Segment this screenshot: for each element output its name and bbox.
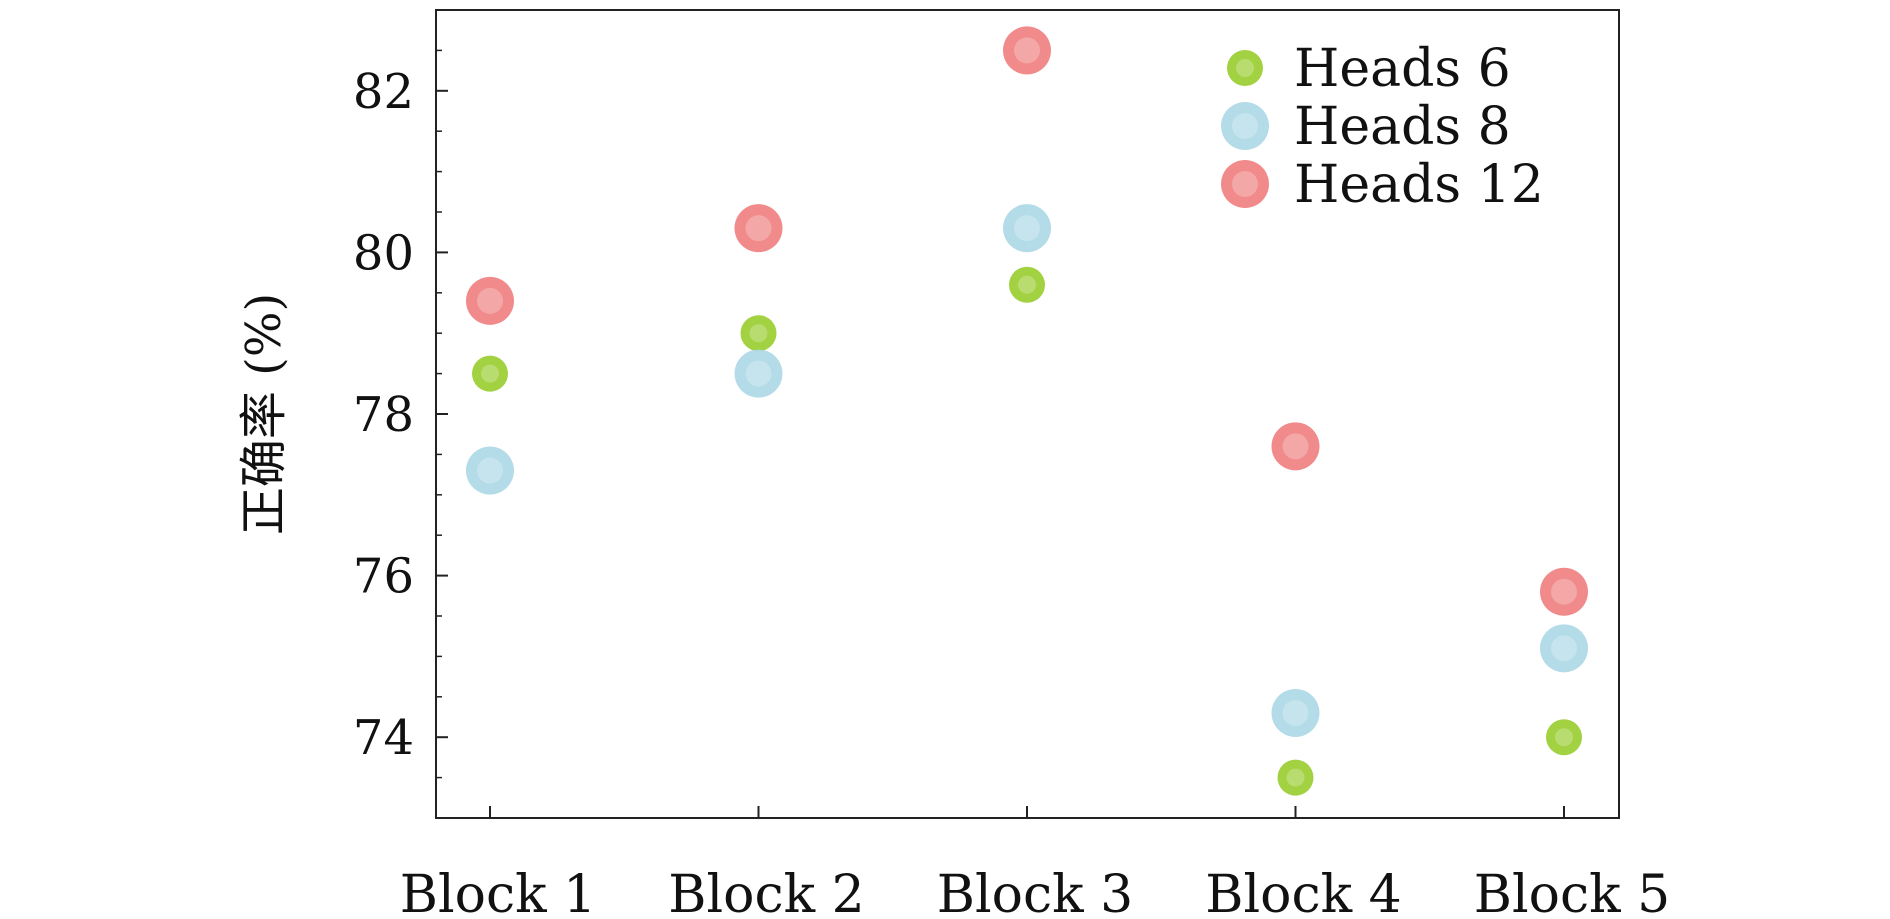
y-tick-label: 82 xyxy=(353,64,414,120)
point-inner xyxy=(477,457,503,484)
x-tick-label: Block 1 xyxy=(400,865,596,919)
data-point xyxy=(734,204,783,253)
point-inner xyxy=(1282,699,1309,726)
point-inner xyxy=(481,364,499,383)
data-point xyxy=(1277,759,1314,796)
y-tick-label: 78 xyxy=(353,387,414,443)
point-inner xyxy=(1286,768,1305,787)
data-point xyxy=(466,276,514,325)
point-outer xyxy=(1277,759,1314,796)
point-outer xyxy=(734,204,783,253)
data-point xyxy=(1009,266,1045,303)
data-points xyxy=(466,26,1588,796)
legend-label: Heads 8 xyxy=(1294,97,1511,157)
point-outer xyxy=(466,446,514,495)
point-inner xyxy=(1282,433,1309,460)
point-inner xyxy=(1551,635,1577,662)
data-point xyxy=(466,446,514,495)
legend-marker xyxy=(1221,102,1269,150)
data-point xyxy=(1540,567,1588,616)
data-point xyxy=(1003,204,1051,253)
point-inner xyxy=(1551,578,1577,605)
data-point xyxy=(1271,422,1320,471)
point-outer xyxy=(466,276,514,325)
data-point xyxy=(1003,26,1051,75)
y-axis-ticks: 74 76 78 80 82 xyxy=(353,64,448,766)
x-tick-label: Block 3 xyxy=(937,865,1133,919)
data-point xyxy=(1271,688,1320,737)
point-outer xyxy=(1003,26,1051,75)
x-tick-label: Block 4 xyxy=(1205,865,1401,919)
point-outer xyxy=(1271,422,1320,471)
point-outer xyxy=(734,349,783,398)
x-tick-label: Block 2 xyxy=(668,865,864,919)
legend-label: Heads 12 xyxy=(1294,155,1544,215)
point-outer xyxy=(1009,266,1045,303)
y-tick-label: 76 xyxy=(353,549,414,605)
legend-marker-inner xyxy=(1232,113,1258,139)
point-outer xyxy=(1003,204,1051,253)
point-inner xyxy=(745,215,772,242)
point-outer xyxy=(1271,688,1320,737)
point-outer xyxy=(1540,567,1588,616)
point-inner xyxy=(1018,275,1036,294)
y-tick-label: 80 xyxy=(353,225,414,281)
legend-label: Heads 6 xyxy=(1294,39,1511,99)
point-outer xyxy=(1540,624,1588,673)
point-inner xyxy=(1014,215,1040,242)
x-axis-ticks: Block 1 Block 2 Block 3 Block 4 Block 5 xyxy=(400,806,1670,919)
data-point xyxy=(472,355,508,392)
point-inner xyxy=(749,324,768,343)
point-inner xyxy=(745,360,772,387)
point-outer xyxy=(472,355,508,392)
legend-marker-inner xyxy=(1232,171,1258,197)
x-tick-label: Block 5 xyxy=(1474,865,1670,919)
y-axis-label: 正确率 (%) xyxy=(236,293,292,535)
data-point xyxy=(1540,624,1588,673)
point-outer xyxy=(740,315,777,352)
point-inner xyxy=(477,287,503,314)
y-tick-label: 74 xyxy=(353,710,414,766)
data-point xyxy=(740,315,777,352)
legend-marker xyxy=(1221,160,1269,208)
point-inner xyxy=(1555,728,1573,747)
data-point xyxy=(734,349,783,398)
point-outer xyxy=(1546,719,1582,756)
plot-frame xyxy=(435,9,1620,819)
legend-marker xyxy=(1227,50,1263,86)
point-inner xyxy=(1014,37,1040,64)
data-point xyxy=(1546,719,1582,756)
legend-marker-inner xyxy=(1236,59,1254,77)
